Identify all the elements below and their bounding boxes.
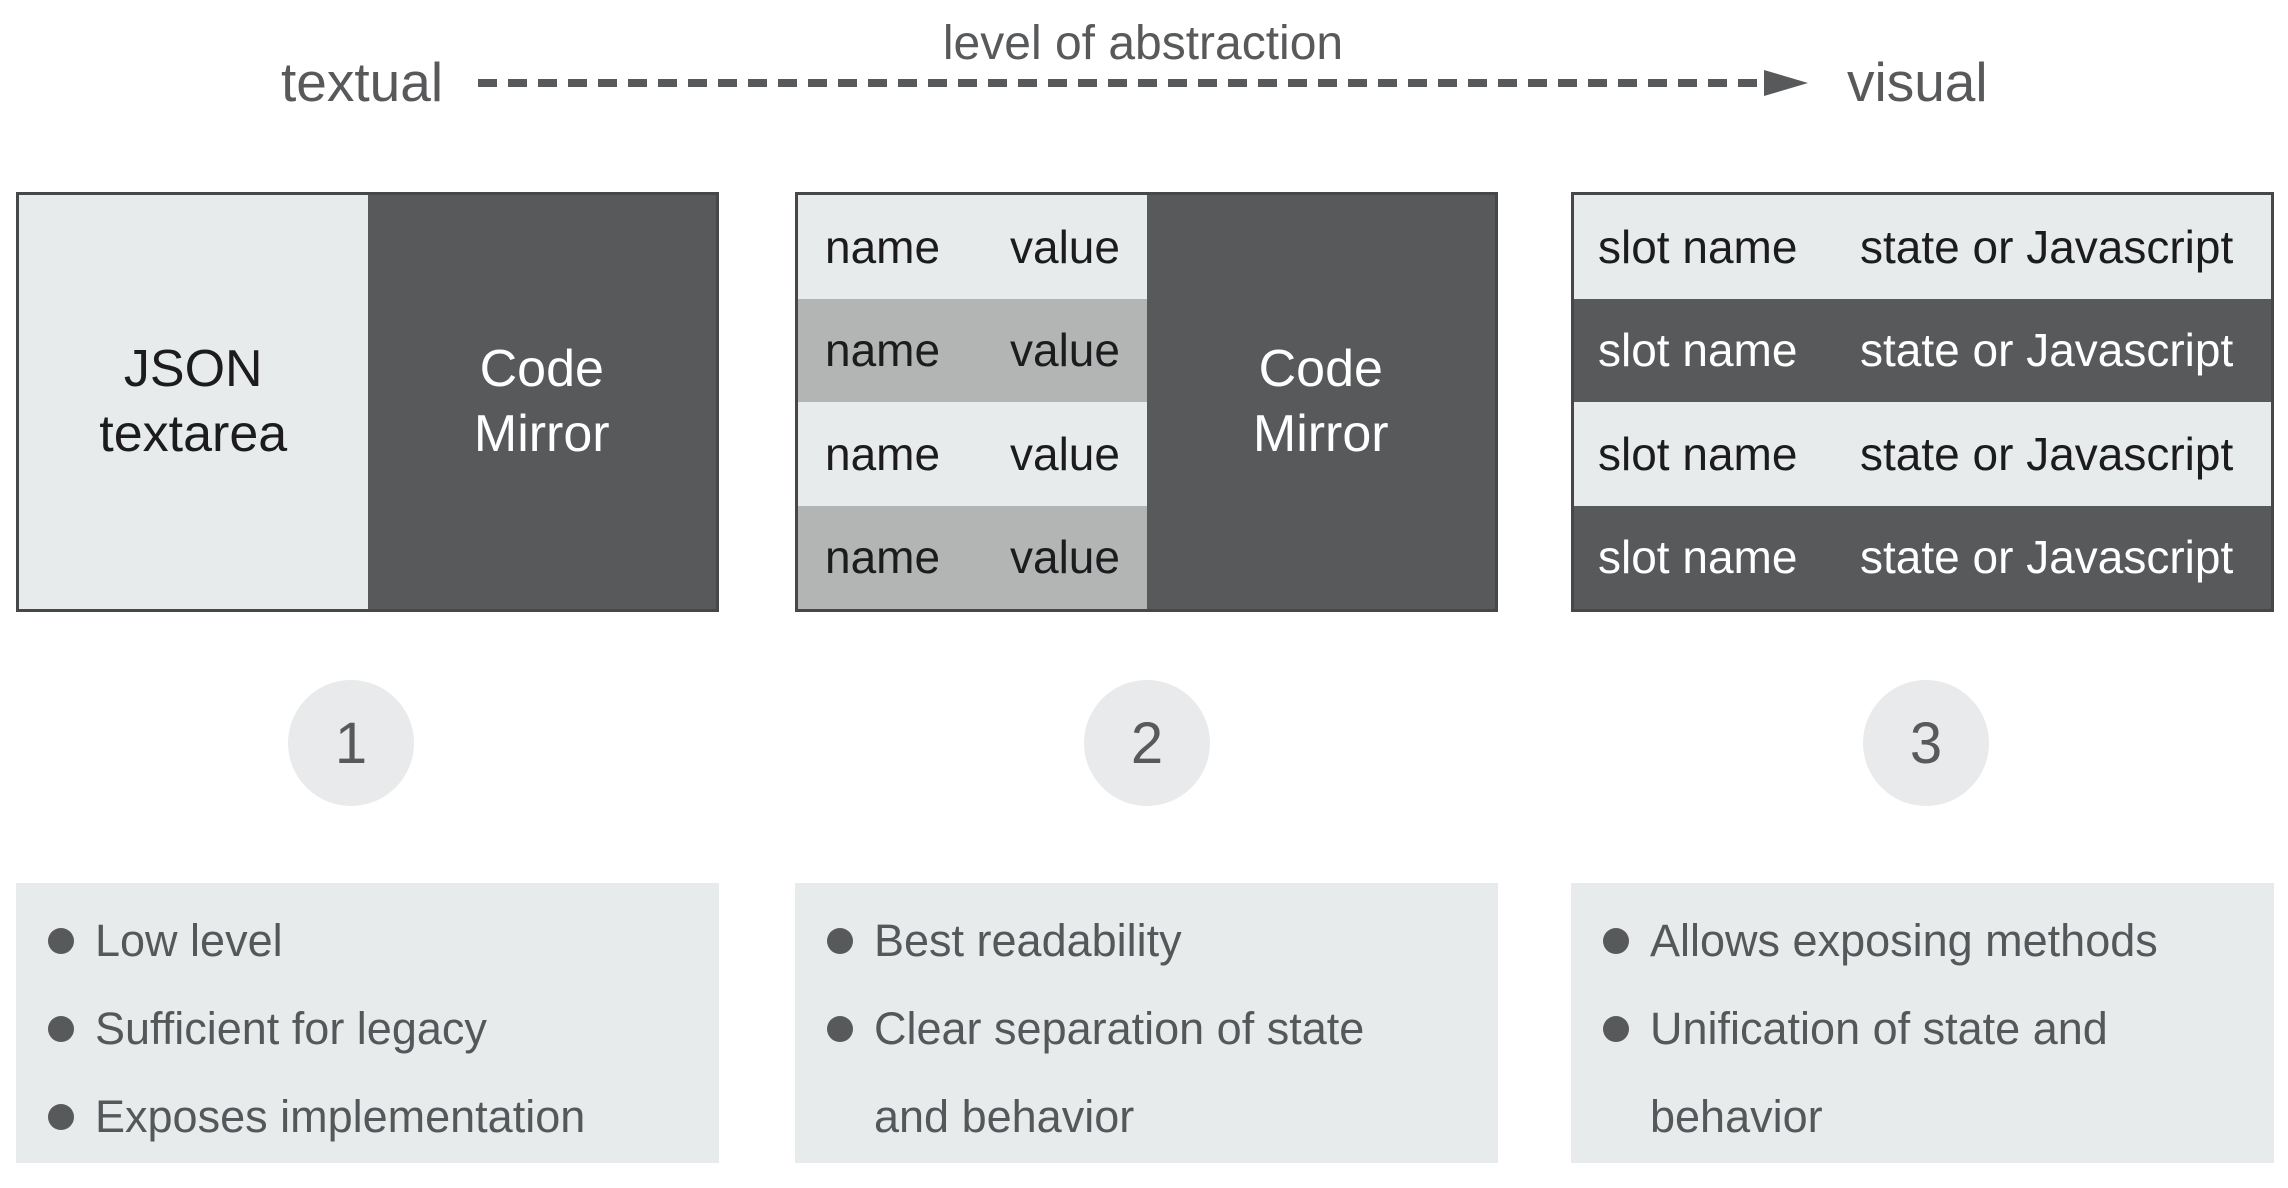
value-cell: value <box>1010 531 1120 584</box>
bullet-panel-3: Allows exposing methods Unification of s… <box>1571 883 2274 1163</box>
axis-title: level of abstraction <box>942 17 1344 70</box>
table-row: name value <box>798 505 1147 609</box>
name-cell: name <box>825 427 941 480</box>
slot-row: slot name state or Javascript <box>1574 298 2271 402</box>
code-mirror-label: Code Mirror <box>1253 337 1389 467</box>
json-textarea-label: JSON textarea <box>99 337 287 467</box>
bullet-item: Unification of state and behavior <box>1571 985 2214 1161</box>
code-mirror-section: Code Mirror <box>1146 195 1495 609</box>
bullet-text: Low level <box>95 915 283 966</box>
bullet-list: Best readability Clear separation of sta… <box>795 897 1438 1161</box>
slot-value-cell: state or Javascript <box>1860 427 2234 480</box>
slot-value-cell: state or Javascript <box>1860 220 2234 273</box>
bullet-item: Clear separation of state and behavior <box>795 985 1438 1161</box>
label-line: Mirror <box>1252 405 1389 463</box>
slot-row: slot name state or Javascript <box>1574 402 2271 506</box>
step-number: 2 <box>1130 710 1164 776</box>
label-line: Mirror <box>473 405 610 463</box>
step-circle-1: 1 <box>288 680 414 806</box>
table-row: name value <box>798 298 1147 402</box>
name-cell: name <box>825 220 941 273</box>
bullet-item: Low level <box>16 897 659 985</box>
panel-name-value-table: name value name value name value name va… <box>795 192 1498 612</box>
bullet-item: Allows exposing methods <box>1571 897 2214 985</box>
slot-name-cell: slot name <box>1598 427 1798 480</box>
bullet-list: Allows exposing methods Unification of s… <box>1571 897 2214 1161</box>
table-row: name value <box>798 195 1147 299</box>
panel-json-textarea: JSON textarea Code Mirror <box>16 192 719 612</box>
step-circle-2: 2 <box>1084 680 1210 806</box>
slot-value-cell: state or Javascript <box>1860 531 2234 584</box>
label-line: textarea <box>99 405 288 463</box>
step-number: 1 <box>334 710 368 776</box>
bullet-text: Clear separation of state and behavior <box>874 1003 1365 1142</box>
label-line: JSON <box>123 340 263 398</box>
bullet-text: Best readability <box>874 915 1182 966</box>
value-cell: value <box>1010 427 1120 480</box>
bullet-text: Unification of state and behavior <box>1650 1003 2108 1142</box>
slot-value-cell: state or Javascript <box>1860 324 2234 377</box>
table-row: name value <box>798 402 1147 506</box>
slot-row: slot name state or Javascript <box>1574 195 2271 299</box>
arrow-head-icon <box>1764 70 1808 96</box>
bullet-text: Sufficient for legacy <box>95 1003 487 1054</box>
bullet-item: Exposes implementation <box>16 1073 659 1161</box>
bullet-panel-1: Low level Sufficient for legacy Exposes … <box>16 883 719 1163</box>
label-line: Code <box>479 340 604 398</box>
name-cell: name <box>825 531 941 584</box>
axis-right-label: visual <box>1847 51 1988 113</box>
name-value-table: name value name value name value name va… <box>798 195 1147 609</box>
code-mirror-section: Code Mirror <box>367 195 716 609</box>
dashed-arrow-line-icon <box>478 79 1762 87</box>
slot-name-cell: slot name <box>1598 531 1798 584</box>
step-number: 3 <box>1909 710 1943 776</box>
value-cell: value <box>1010 324 1120 377</box>
name-cell: name <box>825 324 941 377</box>
axis-left-label: textual <box>281 51 444 113</box>
bullet-panel-2: Best readability Clear separation of sta… <box>795 883 1498 1163</box>
slot-name-cell: slot name <box>1598 220 1798 273</box>
label-line: Code <box>1258 340 1383 398</box>
bullet-text: Exposes implementation <box>95 1091 586 1142</box>
bullet-item: Sufficient for legacy <box>16 985 659 1073</box>
json-textarea-section: JSON textarea <box>19 195 368 609</box>
step-circle-3: 3 <box>1863 680 1989 806</box>
panel-slot-table: slot name state or Javascript slot name … <box>1571 192 2274 612</box>
bullet-item: Best readability <box>795 897 1438 985</box>
slot-row: slot name state or Javascript <box>1574 505 2271 609</box>
slot-name-cell: slot name <box>1598 324 1798 377</box>
bullet-text: Allows exposing methods <box>1650 915 2158 966</box>
value-cell: value <box>1010 220 1120 273</box>
code-mirror-label: Code Mirror <box>474 337 610 467</box>
bullet-list: Low level Sufficient for legacy Exposes … <box>16 897 659 1161</box>
